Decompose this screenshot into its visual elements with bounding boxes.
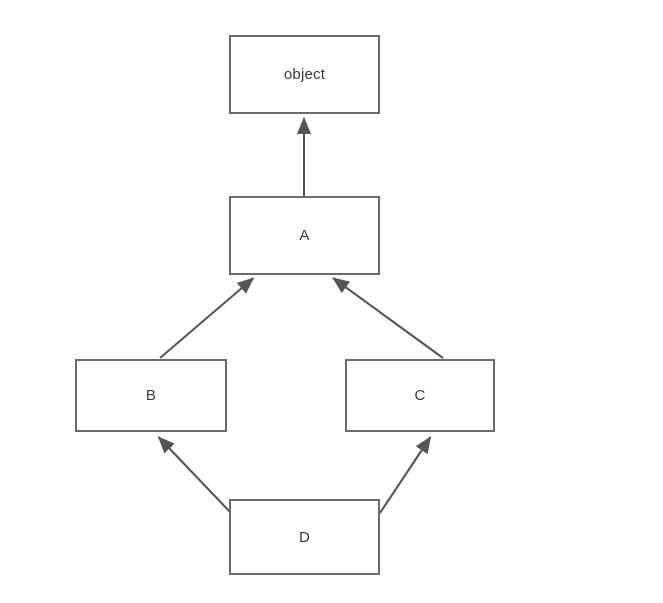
class-node-d[interactable]: D	[229, 499, 380, 575]
edge-b-to-a	[159, 277, 255, 359]
class-node-a[interactable]: A	[229, 196, 380, 275]
edge-c-to-a	[332, 277, 444, 359]
class-node-d-label: D	[298, 528, 311, 546]
class-node-b-label: B	[145, 387, 157, 404]
class-node-c-label: C	[414, 387, 426, 404]
class-node-object[interactable]: object	[229, 35, 380, 114]
class-node-object-label: object	[283, 66, 326, 83]
class-node-a-label: A	[299, 227, 310, 244]
class-node-c[interactable]: C	[345, 359, 495, 432]
class-node-b[interactable]: B	[75, 359, 227, 432]
edge-d-to-b	[157, 436, 232, 514]
edge-d-to-c	[379, 436, 432, 514]
